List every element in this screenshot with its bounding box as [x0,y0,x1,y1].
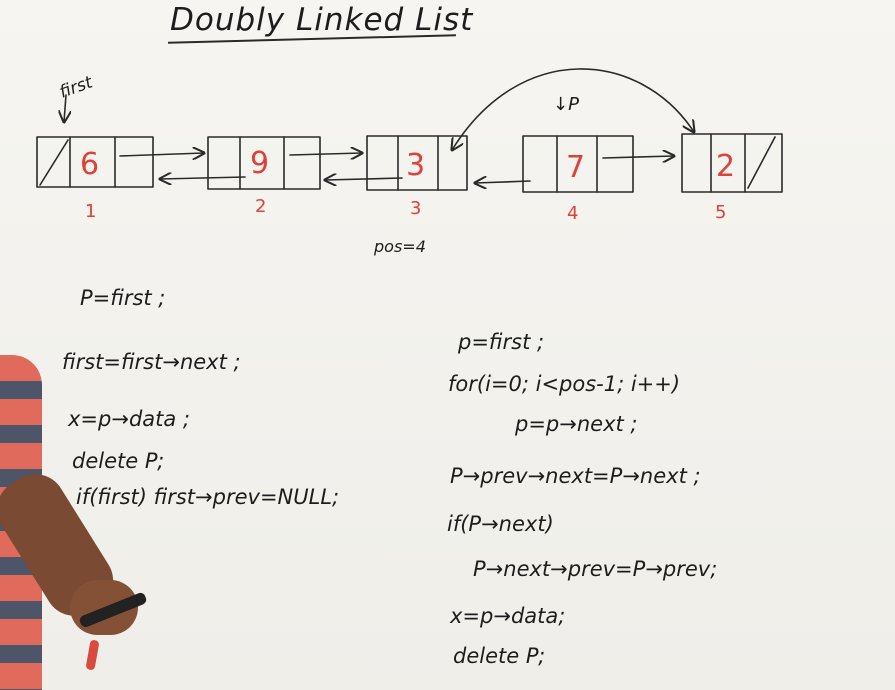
node-4: 7 4 [522,135,634,224]
node-5-value: 2 [716,149,735,184]
link-2-1-prev [160,177,246,179]
p-pointer-label: ↓P [553,94,579,115]
right-code-line-2: for(i=0; i<pos-1; i++) [448,372,681,396]
left-code-line-4: delete P; [72,449,165,473]
node-5-index: 5 [715,202,726,223]
right-code-line-4: P→prev→next=P→next ; [450,464,701,488]
node-4-index: 4 [567,203,578,224]
left-code-line-3: x=p→data ; [68,407,191,431]
node-2-value: 9 [250,146,269,181]
node-2-box [207,136,321,190]
node-1-index: 1 [85,201,96,222]
right-code-line-3: p=p→next ; [515,412,638,436]
node-5-null-next [747,136,776,189]
node-5: 2 5 [681,133,783,223]
left-code-line-1: P=first ; [80,286,166,310]
first-label: first [57,72,97,103]
link-2-3-next [289,153,362,155]
right-code-line-1: p=first ; [458,330,545,354]
right-code-line-6: P→next→prev=P→prev; [473,557,718,581]
right-code-line-8: delete P; [453,644,546,668]
node-1-null-prev [39,139,69,186]
node-3-value: 3 [406,148,425,183]
left-code-line-2: first=first→next ; [62,350,241,374]
node-1-value: 6 [80,147,99,182]
node-2: 9 2 [207,136,321,217]
node-2-index: 2 [255,196,266,217]
node-1: 6 1 [36,136,154,222]
pos-note: pos=4 [373,237,426,256]
node-1-box [36,136,154,188]
bypass-arc-3-5 [452,68,694,150]
diagram-title: Doubly Linked List [170,2,474,38]
link-4-5-next [602,156,674,158]
left-code-line-5: if(first) first→prev=NULL; [76,485,340,509]
node-5-box [681,133,783,193]
right-code-line-5: if(P→next) [447,512,554,536]
node-3-box [366,135,468,191]
link-3-2-prev [325,178,403,180]
right-code-line-7: x=p→data; [450,604,566,628]
link-4-3-prev [475,181,531,183]
link-1-2-next [119,153,204,156]
node-3: 3 3 [366,135,468,219]
node-4-value: 7 [566,150,585,185]
node-3-index: 3 [410,198,421,219]
first-arrow [64,94,66,122]
